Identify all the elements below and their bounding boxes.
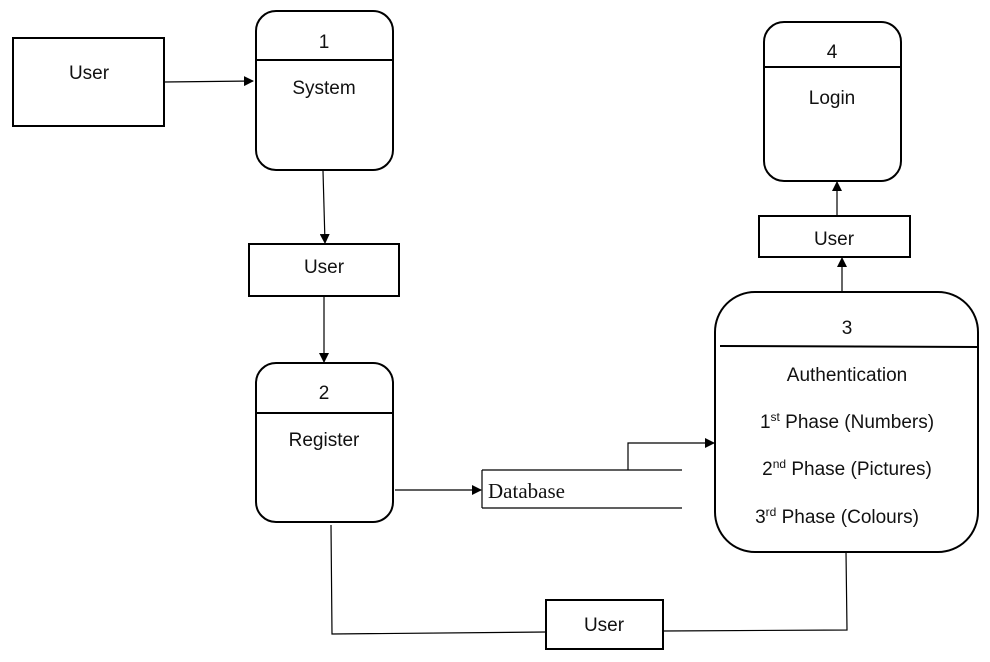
flow-register-to-user-bottom — [330, 524, 547, 635]
flow-database-to-authentication — [627, 438, 715, 470]
process-3-label: Authentication — [787, 365, 907, 386]
flow-user-bottom-to-authentication — [662, 551, 848, 632]
phase-2-suffix: nd — [773, 457, 786, 471]
process-1-label: System — [292, 78, 355, 99]
entity-user-top-right: User — [758, 215, 911, 258]
datastore-database-label: Database — [488, 479, 565, 503]
datastore-database: Database — [481, 469, 682, 509]
process-2-register: 2 Register — [255, 362, 394, 523]
phase-1-line: 1st Phase (Numbers) — [760, 410, 934, 433]
process-4-number: 4 — [827, 42, 838, 63]
phase-3-suffix: rd — [766, 505, 777, 519]
process-2-label: Register — [289, 430, 360, 451]
entity-user-top-right-label: User — [814, 229, 855, 250]
phase-1-suffix: st — [771, 410, 781, 424]
process-3-number: 3 — [842, 318, 853, 339]
phase-1-text: Phase (Numbers) — [780, 412, 934, 433]
entity-user-bottom-label: User — [584, 615, 625, 636]
flow-user-to-system — [163, 76, 254, 87]
phase-3-line: 3rd Phase (Colours) — [755, 505, 919, 528]
phase-3-text: Phase (Colours) — [776, 507, 919, 528]
entity-user-top-left: User — [12, 37, 165, 127]
entity-user-bottom: User — [545, 599, 664, 650]
process-1-system: 1 System — [255, 10, 394, 171]
phase-2-text: Phase (Pictures) — [786, 459, 932, 480]
process-4-label: Login — [809, 88, 856, 109]
process-3-authentication: 3 Authentication 1st Phase (Numbers) 2nd… — [714, 291, 979, 553]
flow-system-to-user — [319, 170, 330, 244]
process-2-number: 2 — [319, 383, 330, 404]
phase-2-line: 2nd Phase (Pictures) — [762, 457, 932, 480]
phase-1-ordinal: 1 — [760, 412, 771, 433]
entity-user-top-left-label: User — [69, 63, 110, 84]
process-4-login: 4 Login — [763, 21, 902, 182]
phase-3-ordinal: 3 — [755, 507, 766, 528]
process-1-number: 1 — [319, 32, 330, 53]
phase-2-ordinal: 2 — [762, 459, 773, 480]
process-3-divider — [719, 345, 979, 348]
entity-user-middle: User — [248, 243, 400, 297]
entity-user-middle-label: User — [304, 257, 345, 278]
